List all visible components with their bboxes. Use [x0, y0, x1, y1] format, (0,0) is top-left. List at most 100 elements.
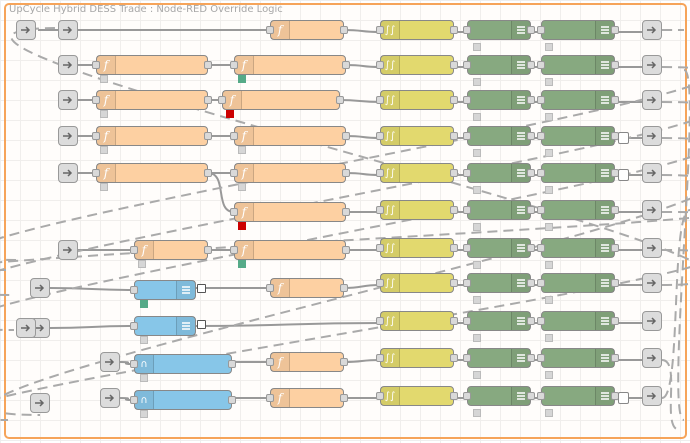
link-in-node[interactable]: [30, 278, 50, 298]
node-port[interactable]: [527, 392, 535, 400]
link-out-node[interactable]: [642, 55, 662, 75]
node-port[interactable]: [342, 246, 350, 254]
link-in-node[interactable]: [58, 240, 78, 260]
change-topic-node[interactable]: [467, 20, 531, 40]
node-port[interactable]: [527, 26, 535, 34]
wire[interactable]: [119, 397, 135, 401]
node-port[interactable]: [450, 132, 458, 140]
dedup-node[interactable]: ∫∫: [380, 200, 454, 220]
node-port[interactable]: [342, 132, 350, 140]
node-port[interactable]: [611, 96, 619, 104]
link-out-node[interactable]: [642, 163, 662, 183]
link-out-node[interactable]: [642, 200, 662, 220]
change-payload-node[interactable]: [541, 311, 615, 331]
wire[interactable]: [49, 287, 135, 291]
function-node[interactable]: f: [270, 388, 344, 408]
node-port[interactable]: [527, 317, 535, 325]
dedup-node[interactable]: ∫∫: [380, 238, 454, 258]
link-out-node[interactable]: [642, 238, 662, 258]
function-node[interactable]: f: [234, 55, 346, 75]
dedup-node[interactable]: ∫∫: [380, 90, 454, 110]
link-in-node[interactable]: [16, 318, 36, 338]
node-port[interactable]: [92, 169, 100, 177]
node-port[interactable]: [537, 96, 545, 104]
change-payload-node[interactable]: [541, 163, 615, 183]
node-port[interactable]: [230, 132, 238, 140]
node-port[interactable]: [537, 132, 545, 140]
node-port[interactable]: [450, 317, 458, 325]
node-port[interactable]: [611, 317, 619, 325]
debug-node[interactable]: [134, 280, 196, 300]
node-port[interactable]: [463, 26, 471, 34]
link-in-node[interactable]: [58, 163, 78, 183]
node-port[interactable]: [611, 206, 619, 214]
change-topic-node[interactable]: [467, 273, 531, 293]
node-port[interactable]: [342, 61, 350, 69]
node-port[interactable]: [527, 279, 535, 287]
change-topic-node[interactable]: [467, 126, 531, 146]
change-payload-node[interactable]: [541, 200, 615, 220]
function-node[interactable]: f: [270, 278, 344, 298]
wire[interactable]: [207, 172, 235, 213]
change-topic-node[interactable]: [467, 386, 531, 406]
node-port[interactable]: [340, 394, 348, 402]
function-node[interactable]: f: [270, 20, 344, 40]
node-port[interactable]: [340, 26, 348, 34]
node-port[interactable]: [463, 61, 471, 69]
wire[interactable]: [343, 29, 381, 33]
change-payload-node[interactable]: [541, 90, 615, 110]
node-port[interactable]: [204, 246, 212, 254]
link-in-node[interactable]: [100, 352, 120, 372]
dedup-node[interactable]: ∫∫: [380, 20, 454, 40]
link-out-node[interactable]: [642, 20, 662, 40]
node-port[interactable]: [230, 169, 238, 177]
node-port[interactable]: [537, 392, 545, 400]
change-payload-node[interactable]: [541, 55, 615, 75]
debug-node[interactable]: [134, 316, 196, 336]
wire[interactable]: [343, 359, 381, 363]
node-port[interactable]: [376, 26, 384, 34]
link-out-node[interactable]: [642, 311, 662, 331]
node-port[interactable]: [463, 317, 471, 325]
node-port[interactable]: [527, 96, 535, 104]
node-port[interactable]: [450, 206, 458, 214]
change-topic-node[interactable]: [467, 90, 531, 110]
function-node[interactable]: f: [96, 126, 208, 146]
node-port[interactable]: [537, 206, 545, 214]
node-port[interactable]: [611, 354, 619, 362]
link-in-node[interactable]: [100, 388, 120, 408]
node-port[interactable]: [537, 26, 545, 34]
and-gate-node[interactable]: ∩: [134, 390, 232, 410]
node-port[interactable]: [611, 26, 619, 34]
link-in-node[interactable]: [58, 55, 78, 75]
change-topic-node[interactable]: [467, 200, 531, 220]
function-node[interactable]: f: [222, 90, 340, 110]
wire[interactable]: [345, 64, 381, 68]
node-port[interactable]: [340, 284, 348, 292]
and-gate-node[interactable]: ∩: [134, 354, 232, 374]
link-wire[interactable]: [10, 27, 690, 286]
dedup-node[interactable]: ∫∫: [380, 163, 454, 183]
change-payload-node[interactable]: [541, 348, 615, 368]
wire[interactable]: [345, 135, 381, 139]
node-port[interactable]: [230, 61, 238, 69]
node-port[interactable]: [376, 317, 384, 325]
node-port[interactable]: [537, 61, 545, 69]
debug-toggle-button[interactable]: [618, 132, 629, 144]
link-out-node[interactable]: [642, 126, 662, 146]
node-port[interactable]: [463, 132, 471, 140]
node-port[interactable]: [266, 284, 274, 292]
node-port[interactable]: [376, 206, 384, 214]
dedup-node[interactable]: ∫∫: [380, 126, 454, 146]
node-port[interactable]: [463, 206, 471, 214]
node-port[interactable]: [450, 169, 458, 177]
node-port[interactable]: [336, 96, 344, 104]
node-port[interactable]: [611, 244, 619, 252]
node-port[interactable]: [266, 358, 274, 366]
change-payload-node[interactable]: [541, 20, 615, 40]
debug-toggle-button[interactable]: [618, 392, 629, 404]
node-port[interactable]: [228, 396, 236, 404]
dedup-node[interactable]: ∫∫: [380, 273, 454, 293]
link-out-node[interactable]: [642, 273, 662, 293]
change-payload-node[interactable]: [541, 238, 615, 258]
